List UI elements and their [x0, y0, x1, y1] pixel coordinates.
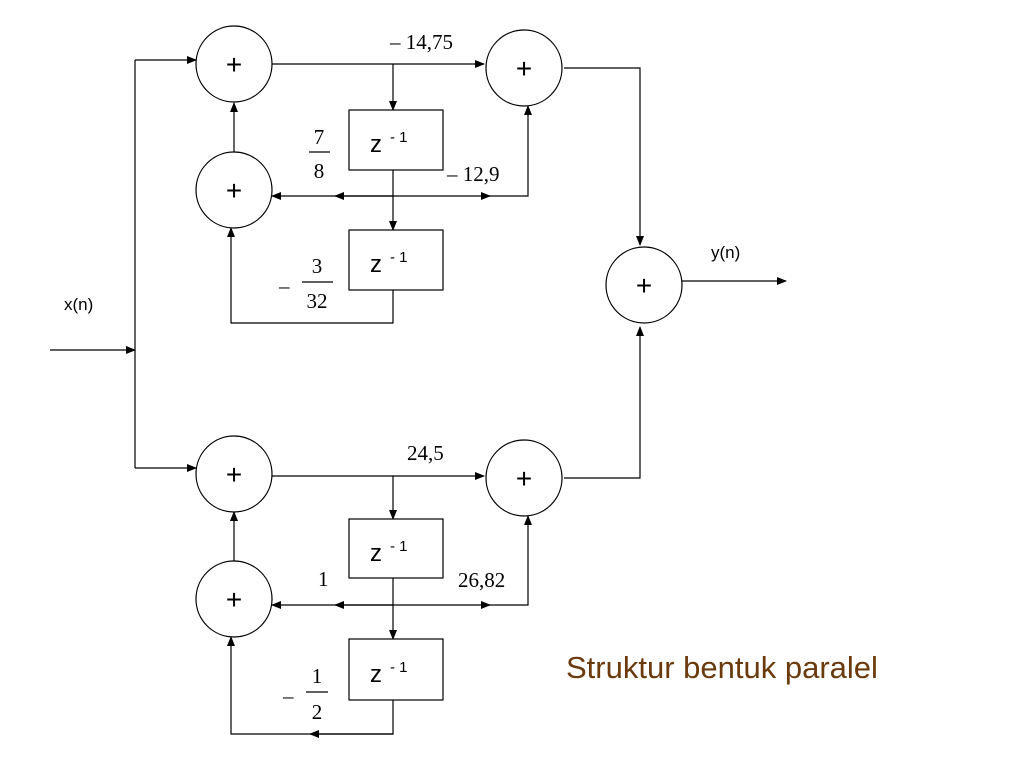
output-wiring — [564, 67, 787, 479]
fraction-sign: – — [282, 684, 294, 708]
fraction-denominator: 2 — [312, 700, 323, 724]
adder-upper-input: + — [195, 25, 273, 103]
plus-icon: + — [516, 463, 532, 494]
adder-upper-output: + — [485, 29, 563, 107]
plus-icon: + — [226, 175, 242, 206]
coef-lower-fb-2: – 1 2 — [282, 664, 328, 724]
adder-upper-feedback: + — [195, 151, 273, 229]
plus-icon: + — [516, 53, 532, 84]
adder-lower-input: + — [195, 435, 273, 513]
svg-text:z - 1: z - 1 — [370, 249, 408, 278]
delay-exponent: - 1 — [390, 249, 408, 266]
adder-lower-feedback: + — [195, 560, 273, 638]
plus-icon: + — [636, 270, 652, 301]
fraction-denominator: 32 — [307, 289, 328, 313]
delay-base: z — [370, 131, 382, 158]
svg-text:z - 1: z - 1 — [370, 538, 408, 567]
coef-upper-ff-1: – 14,75 — [389, 30, 453, 54]
fraction-sign: – — [278, 274, 290, 298]
coef-lower-ff-2: 26,82 — [458, 568, 505, 592]
svg-text:z - 1: z - 1 — [370, 659, 408, 688]
coef-upper-ff-2: – 12,9 — [446, 162, 500, 186]
plus-icon: + — [226, 459, 242, 490]
fraction-numerator: 3 — [312, 254, 323, 278]
adder-lower-output: + — [485, 439, 563, 517]
delay-exponent: - 1 — [390, 538, 408, 555]
adder-final-output: + — [605, 246, 683, 324]
coef-lower-fb-1: 1 — [318, 567, 329, 591]
delay-block-lower-2: z - 1 — [348, 638, 444, 701]
upper-section-wiring — [227, 60, 532, 324]
plus-icon: + — [226, 49, 242, 80]
delay-exponent: - 1 — [390, 129, 408, 146]
fraction-numerator: 7 — [314, 125, 325, 149]
fraction-numerator: 1 — [312, 664, 323, 688]
delay-base: z — [370, 251, 382, 278]
input-wiring — [50, 56, 197, 472]
plus-icon: + — [226, 584, 242, 615]
coef-lower-ff-1: 24,5 — [407, 441, 444, 465]
delay-block-lower-1: z - 1 — [348, 518, 444, 579]
delay-block-upper-2: z - 1 — [348, 229, 444, 291]
delay-base: z — [370, 540, 382, 567]
coef-upper-fb-2: – 3 32 — [278, 254, 333, 313]
input-label: x(n) — [64, 295, 93, 314]
svg-text:z - 1: z - 1 — [370, 129, 408, 158]
output-label: y(n) — [711, 243, 740, 262]
lower-section-wiring — [227, 472, 532, 738]
coef-upper-fb-1: 7 8 — [309, 125, 330, 183]
delay-exponent: - 1 — [390, 659, 408, 676]
delay-block-upper-1: z - 1 — [348, 109, 444, 171]
fraction-denominator: 8 — [314, 159, 325, 183]
caption: Struktur bentuk paralel — [566, 650, 878, 685]
delay-base: z — [370, 661, 382, 688]
